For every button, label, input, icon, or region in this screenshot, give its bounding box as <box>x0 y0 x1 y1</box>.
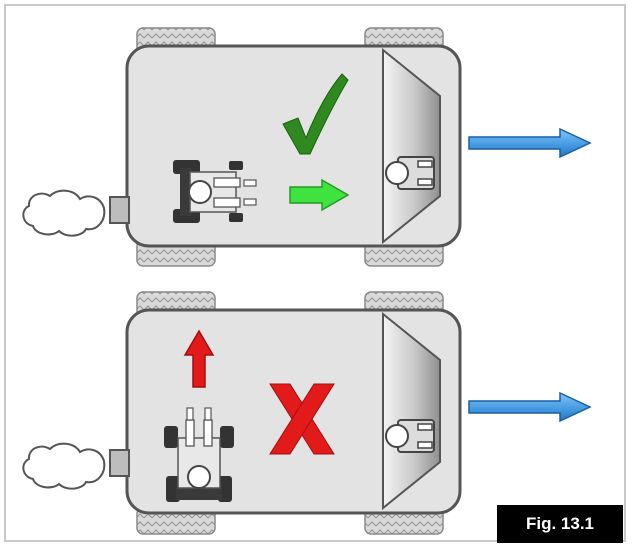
windshield <box>382 311 441 511</box>
driver-icon <box>385 156 435 190</box>
forward-motion-arrow-icon <box>289 178 350 212</box>
sideways-motion-arrow-icon <box>183 329 215 388</box>
wheelchair-occupant-icon <box>173 160 257 223</box>
exhaust-pipe <box>109 449 130 477</box>
exhaust-pipe <box>109 196 130 224</box>
windshield <box>382 47 441 245</box>
exhaust-smoke-icon <box>22 442 106 490</box>
vehicle-direction-arrow-icon <box>468 391 592 423</box>
wheelchair-occupant-icon <box>164 407 234 502</box>
driver-icon <box>385 419 435 453</box>
figure-caption-label: Fig. 13.1 <box>497 505 623 543</box>
vehicle-direction-arrow-icon <box>468 127 592 159</box>
cross-mark-icon <box>269 383 335 455</box>
check-mark-icon <box>282 73 349 155</box>
vehicle-bottom <box>22 291 462 535</box>
exhaust-smoke-icon <box>22 189 106 237</box>
vehicle-top <box>22 27 462 267</box>
